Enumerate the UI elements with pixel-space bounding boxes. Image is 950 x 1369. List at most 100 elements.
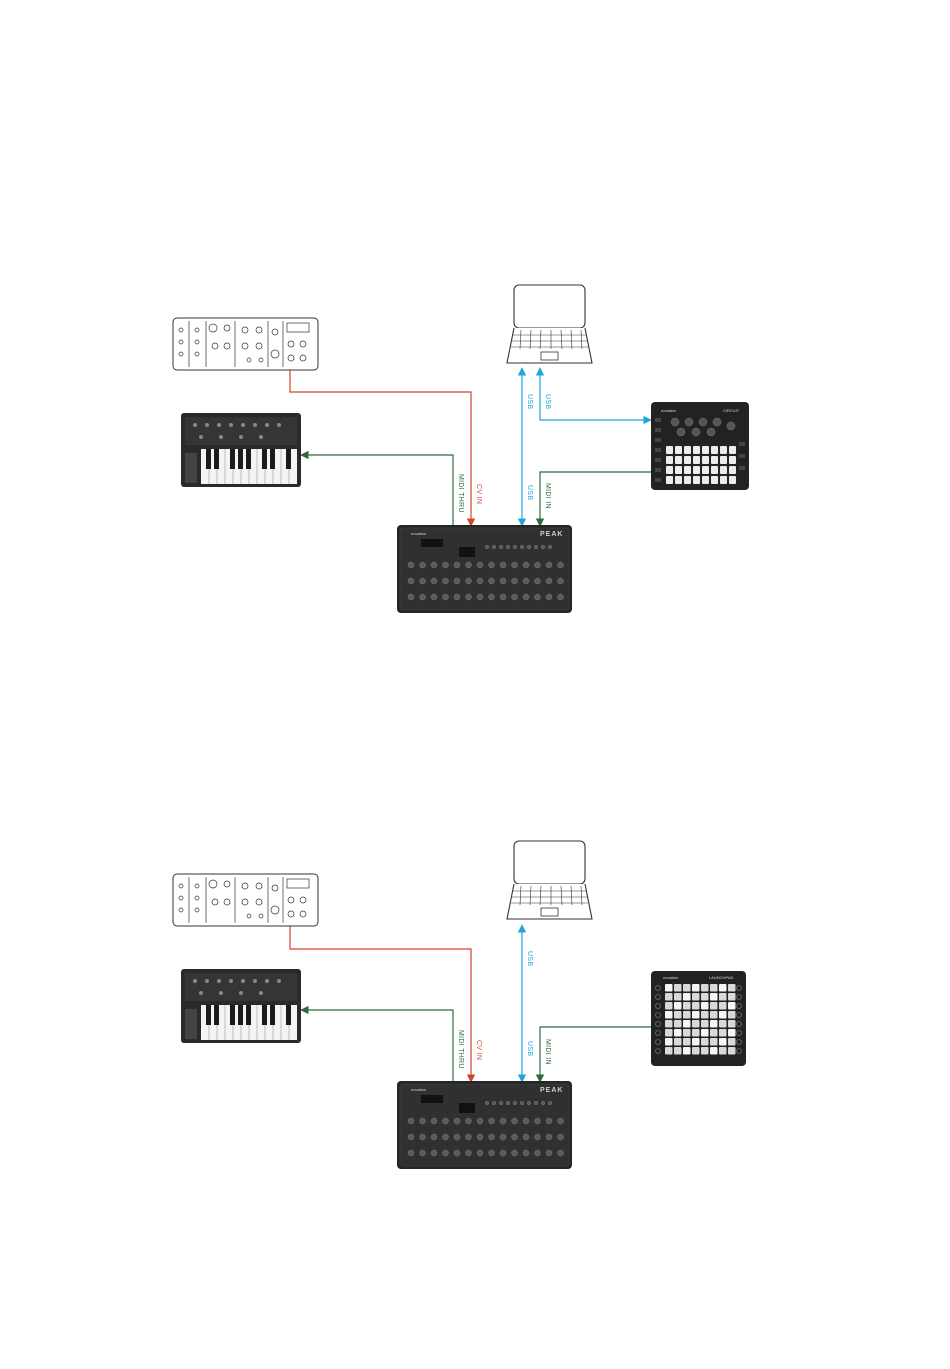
knob — [489, 1134, 495, 1140]
knob — [431, 594, 437, 600]
knob — [546, 594, 552, 600]
controller-brand: novation — [661, 408, 676, 413]
knob — [558, 1150, 564, 1156]
cv-cable — [290, 370, 471, 526]
knob — [558, 1134, 564, 1140]
label-midi-in: MIDI IN — [544, 1039, 551, 1065]
diagram-2: MIDI THRU CV IN USB MIDI IN USB — [173, 841, 746, 1169]
knob — [492, 545, 496, 549]
cv-cable — [290, 926, 471, 1082]
pad — [665, 1011, 673, 1019]
knob — [408, 562, 414, 568]
knob — [541, 545, 545, 549]
pad — [729, 446, 736, 454]
knob — [408, 1118, 414, 1124]
pad — [684, 456, 691, 464]
knob — [466, 562, 472, 568]
knob — [500, 594, 506, 600]
pad — [728, 1029, 736, 1037]
knob — [454, 1118, 460, 1124]
knob — [420, 1134, 426, 1140]
pad — [710, 1002, 718, 1010]
pad — [675, 476, 682, 484]
knob — [500, 1150, 506, 1156]
pad — [692, 1038, 700, 1046]
label-usb-laptop-a: USB — [526, 394, 533, 409]
pad — [720, 446, 727, 454]
pad — [719, 993, 727, 1001]
label-cv-in: CV IN — [475, 484, 482, 504]
pad — [729, 476, 736, 484]
knob — [477, 562, 483, 568]
pad — [684, 476, 691, 484]
knob — [506, 545, 510, 549]
knob — [512, 562, 518, 568]
pad — [719, 1020, 727, 1028]
knob — [489, 1150, 495, 1156]
knob — [500, 1134, 506, 1140]
pad — [711, 476, 718, 484]
knob — [520, 1101, 524, 1105]
knob — [443, 594, 449, 600]
pad — [665, 1020, 673, 1028]
pad — [702, 446, 709, 454]
knob — [477, 594, 483, 600]
pad — [701, 984, 709, 992]
knob — [454, 1150, 460, 1156]
knob — [408, 594, 414, 600]
knob — [500, 578, 506, 584]
laptop-icon — [507, 285, 592, 363]
knob — [420, 1150, 426, 1156]
pad — [701, 993, 709, 1001]
pad — [702, 466, 709, 474]
pad — [719, 1047, 727, 1055]
knob — [466, 1118, 472, 1124]
knob — [431, 1134, 437, 1140]
knob — [466, 578, 472, 584]
knob — [500, 1118, 506, 1124]
pad — [719, 1011, 727, 1019]
modular-synth-icon — [173, 318, 318, 370]
pad — [701, 1038, 709, 1046]
pad — [666, 446, 673, 454]
knob — [523, 562, 529, 568]
controller-brand: novation — [663, 975, 678, 980]
pad — [719, 984, 727, 992]
midi-in-cable — [540, 1027, 651, 1082]
knob — [558, 1118, 564, 1124]
knob — [512, 1134, 518, 1140]
knob — [534, 1101, 538, 1105]
pad — [711, 446, 718, 454]
pad — [674, 1029, 682, 1037]
pad — [719, 1002, 727, 1010]
diagram-1: MIDI THRU CV IN USB MIDI IN USB USB — [173, 285, 749, 613]
knob — [546, 578, 552, 584]
pad — [666, 476, 673, 484]
knob — [466, 594, 472, 600]
pad-grid-icon: novation LAUNCHPAD — [651, 971, 746, 1066]
knob — [489, 578, 495, 584]
pad — [675, 446, 682, 454]
knob — [408, 1150, 414, 1156]
knob — [489, 594, 495, 600]
pad — [683, 1047, 691, 1055]
knob — [408, 1134, 414, 1140]
knob — [535, 1118, 541, 1124]
knob — [454, 578, 460, 584]
knob — [454, 562, 460, 568]
pad — [711, 466, 718, 474]
pad — [693, 446, 700, 454]
knob — [534, 545, 538, 549]
pad — [719, 1038, 727, 1046]
knob — [408, 578, 414, 584]
knob — [558, 562, 564, 568]
label-midi-in: MIDI IN — [544, 483, 551, 509]
pad — [674, 1047, 682, 1055]
pad — [710, 1047, 718, 1055]
pad — [729, 456, 736, 464]
knob — [443, 1118, 449, 1124]
pad — [665, 1029, 673, 1037]
pad — [692, 1047, 700, 1055]
knob — [520, 545, 524, 549]
knob — [420, 578, 426, 584]
